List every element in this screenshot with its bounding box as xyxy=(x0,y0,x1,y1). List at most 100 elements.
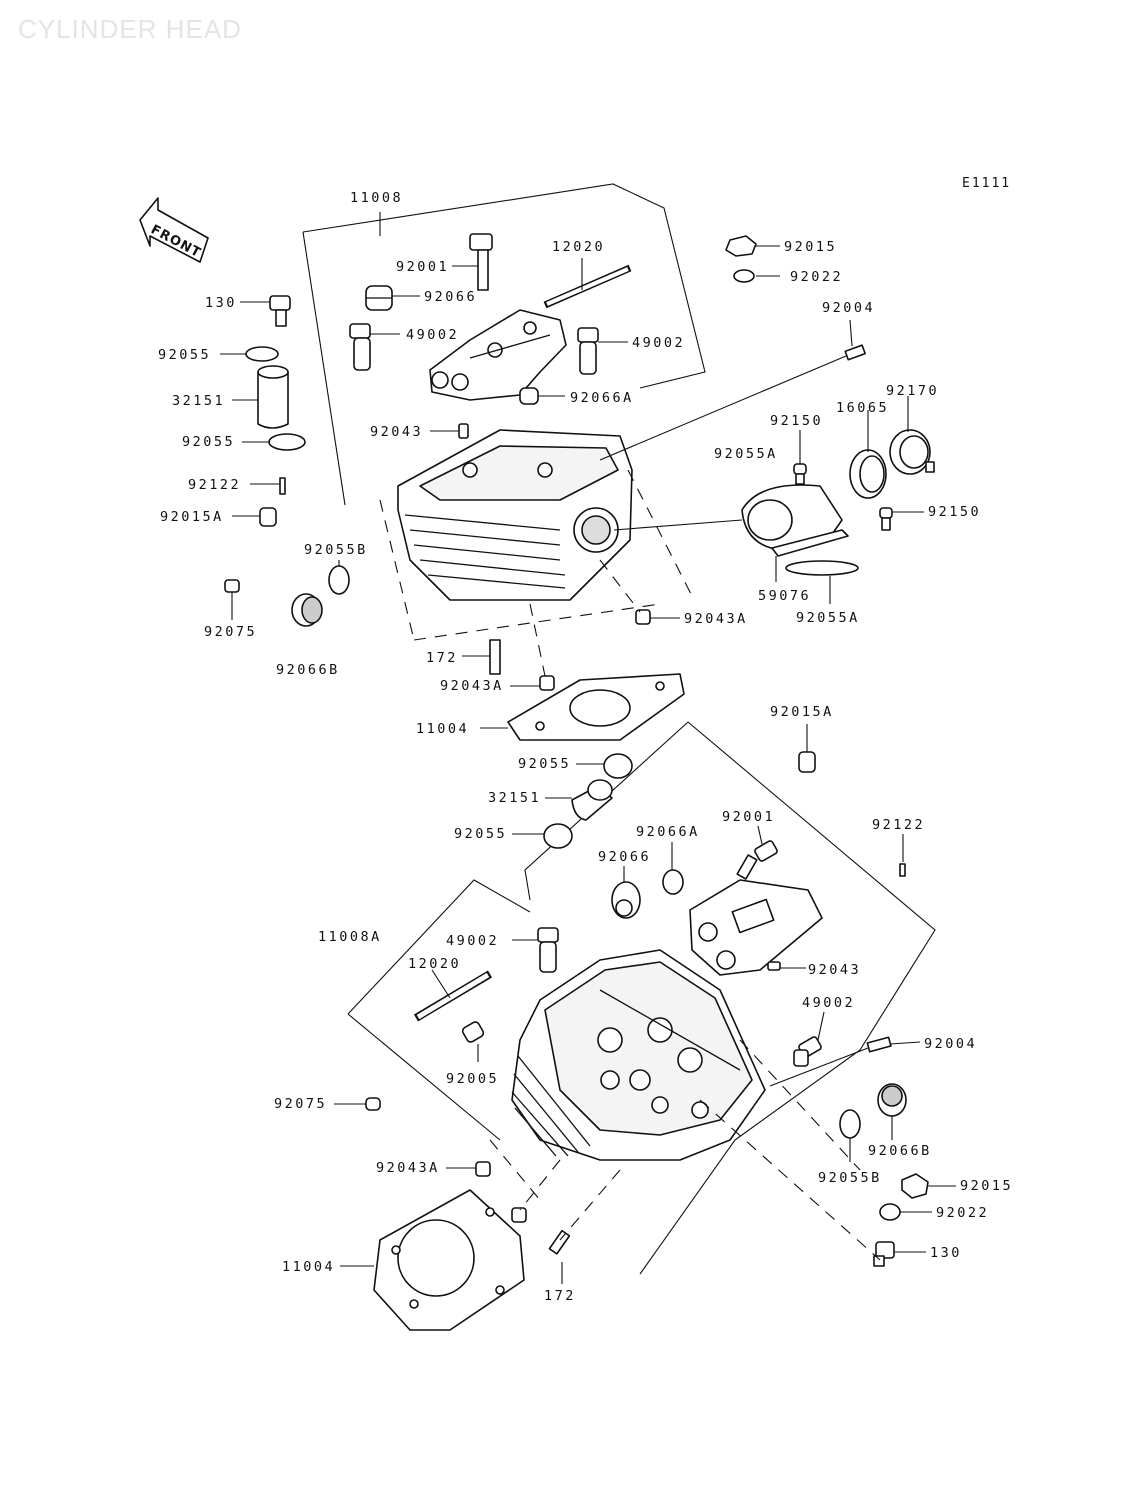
label-92043A-1: 92043A xyxy=(684,611,748,627)
label-92150-top: 92150 xyxy=(770,413,823,429)
bottom-assembly-outline xyxy=(347,721,936,1275)
camshaft-holder-bottom xyxy=(689,879,823,976)
label-92004-bottom: 92004 xyxy=(924,1036,977,1052)
label-11004-bottom: 11004 xyxy=(282,1259,335,1275)
intake-manifold-92055A-top xyxy=(613,484,843,551)
label-92004-top: 92004 xyxy=(822,300,875,316)
oring-92055A-bottom xyxy=(785,560,859,604)
screw-92150-top xyxy=(793,430,807,485)
label-92055-1: 92055 xyxy=(158,347,211,363)
label-92122-bottom: 92122 xyxy=(872,817,925,833)
gasket-11004-bottom xyxy=(340,1189,525,1331)
grommet-92066A-bottom xyxy=(662,842,684,895)
label-11008A: 11008A xyxy=(318,929,382,945)
label-92022-top: 92022 xyxy=(790,269,843,285)
oring-92055-a xyxy=(220,346,279,362)
nut-92015-top xyxy=(725,235,780,257)
pipe-32151-bottom xyxy=(545,779,613,821)
label-92001-bottom: 92001 xyxy=(722,809,775,825)
label-92066B-top: 92066B xyxy=(276,662,340,678)
label-92150-right: 92150 xyxy=(928,504,981,520)
label-92122-top: 92122 xyxy=(188,477,241,493)
label-92170: 92170 xyxy=(886,383,939,399)
shaft-12020-bottom xyxy=(413,969,493,1022)
pin-92043A-b xyxy=(510,675,555,691)
top-dashed-guides xyxy=(379,469,695,677)
top-assembly-outline xyxy=(302,183,706,506)
label-92015-top: 92015 xyxy=(784,239,837,255)
bolt-130-bottom xyxy=(873,1241,926,1267)
label-49002-top-right: 49002 xyxy=(632,335,685,351)
label-92075-bottom: 92075 xyxy=(274,1096,327,1112)
page-title: CYLINDER HEAD xyxy=(18,14,242,44)
label-92043A-2: 92043A xyxy=(440,678,504,694)
label-92055A-bottom: 92055A xyxy=(796,610,860,626)
dowel-92015A-bottom xyxy=(798,724,816,773)
label-92055A-top: 92055A xyxy=(714,446,778,462)
label-12020-top: 12020 xyxy=(552,239,605,255)
label-92055B-bottom: 92055B xyxy=(818,1170,882,1186)
label-92015A-top: 92015A xyxy=(160,509,224,525)
pipe-32151-top xyxy=(232,365,289,429)
label-49002-bottom-left: 49002 xyxy=(446,933,499,949)
label-49002-bottom-right: 49002 xyxy=(802,995,855,1011)
label-130-bottom: 130 xyxy=(930,1245,962,1261)
pin-92043-top xyxy=(430,423,469,439)
stud-92004-bottom xyxy=(769,1036,921,1087)
washer-92022-top xyxy=(733,269,780,283)
stud-92004-top xyxy=(599,319,866,461)
tensioner-49002-bottom-right xyxy=(793,1011,825,1067)
fitting-92005 xyxy=(461,1021,485,1062)
label-92055-4: 92055 xyxy=(454,826,507,842)
stud-172-bottom xyxy=(548,1229,571,1284)
pin-92122-top xyxy=(250,477,286,495)
label-130-top: 130 xyxy=(205,295,237,311)
oring-92055B-top xyxy=(328,560,350,595)
label-12020-bottom: 12020 xyxy=(408,956,461,972)
label-92001-top: 92001 xyxy=(396,259,449,275)
label-92055B-top: 92055B xyxy=(304,542,368,558)
nut-92015-bottom xyxy=(901,1173,956,1199)
label-32151-bottom: 32151 xyxy=(488,790,541,806)
label-172-top: 172 xyxy=(426,650,458,666)
screw-92150-right xyxy=(879,507,924,531)
label-92043-bottom: 92043 xyxy=(808,962,861,978)
washer-92022-bottom xyxy=(879,1203,932,1221)
label-16065: 16065 xyxy=(836,400,889,416)
label-92005: 92005 xyxy=(446,1071,499,1087)
pin-92043A-a xyxy=(635,609,680,625)
bolt-92001-top xyxy=(452,233,493,291)
oring-92055B-bottom xyxy=(839,1109,861,1162)
tensioner-49002-top-left xyxy=(349,323,400,371)
shaft-12020-top xyxy=(543,258,632,309)
label-32151-top: 32151 xyxy=(172,393,225,409)
dowel-92015A-top xyxy=(232,507,277,527)
gasket-11004-top xyxy=(480,673,685,741)
label-172-bottom: 172 xyxy=(544,1288,576,1304)
label-11008: 11008 xyxy=(350,190,403,206)
label-59076: 59076 xyxy=(758,588,811,604)
label-92066B-bottom: 92066B xyxy=(868,1143,932,1159)
cylinder-head-11008 xyxy=(397,429,633,601)
label-92055-3: 92055 xyxy=(518,756,571,772)
grommet-92066A-top xyxy=(519,387,565,405)
label-92043-top: 92043 xyxy=(370,424,423,440)
cap-92066B-bottom xyxy=(877,1083,907,1140)
label-92055-2: 92055 xyxy=(182,434,235,450)
label-92066A-bottom: 92066A xyxy=(636,824,700,840)
oring-92055-c xyxy=(576,753,633,779)
bottom-dashed-guides xyxy=(489,1039,881,1261)
tensioner-49002-bottom-left xyxy=(512,927,559,973)
holder-16065 xyxy=(849,410,887,499)
pin-92043A-d xyxy=(511,1207,527,1223)
label-92075-top: 92075 xyxy=(204,624,257,640)
label-92015-bottom: 92015 xyxy=(960,1178,1013,1194)
label-92066-bottom: 92066 xyxy=(598,849,651,865)
label-92043A-3: 92043A xyxy=(376,1160,440,1176)
label-92066A-top: 92066A xyxy=(570,390,634,406)
stud-172-top xyxy=(462,639,501,675)
pin-92122-bottom xyxy=(899,834,906,877)
oring-92055-d xyxy=(512,823,573,849)
camshaft-holder-top xyxy=(429,309,567,401)
